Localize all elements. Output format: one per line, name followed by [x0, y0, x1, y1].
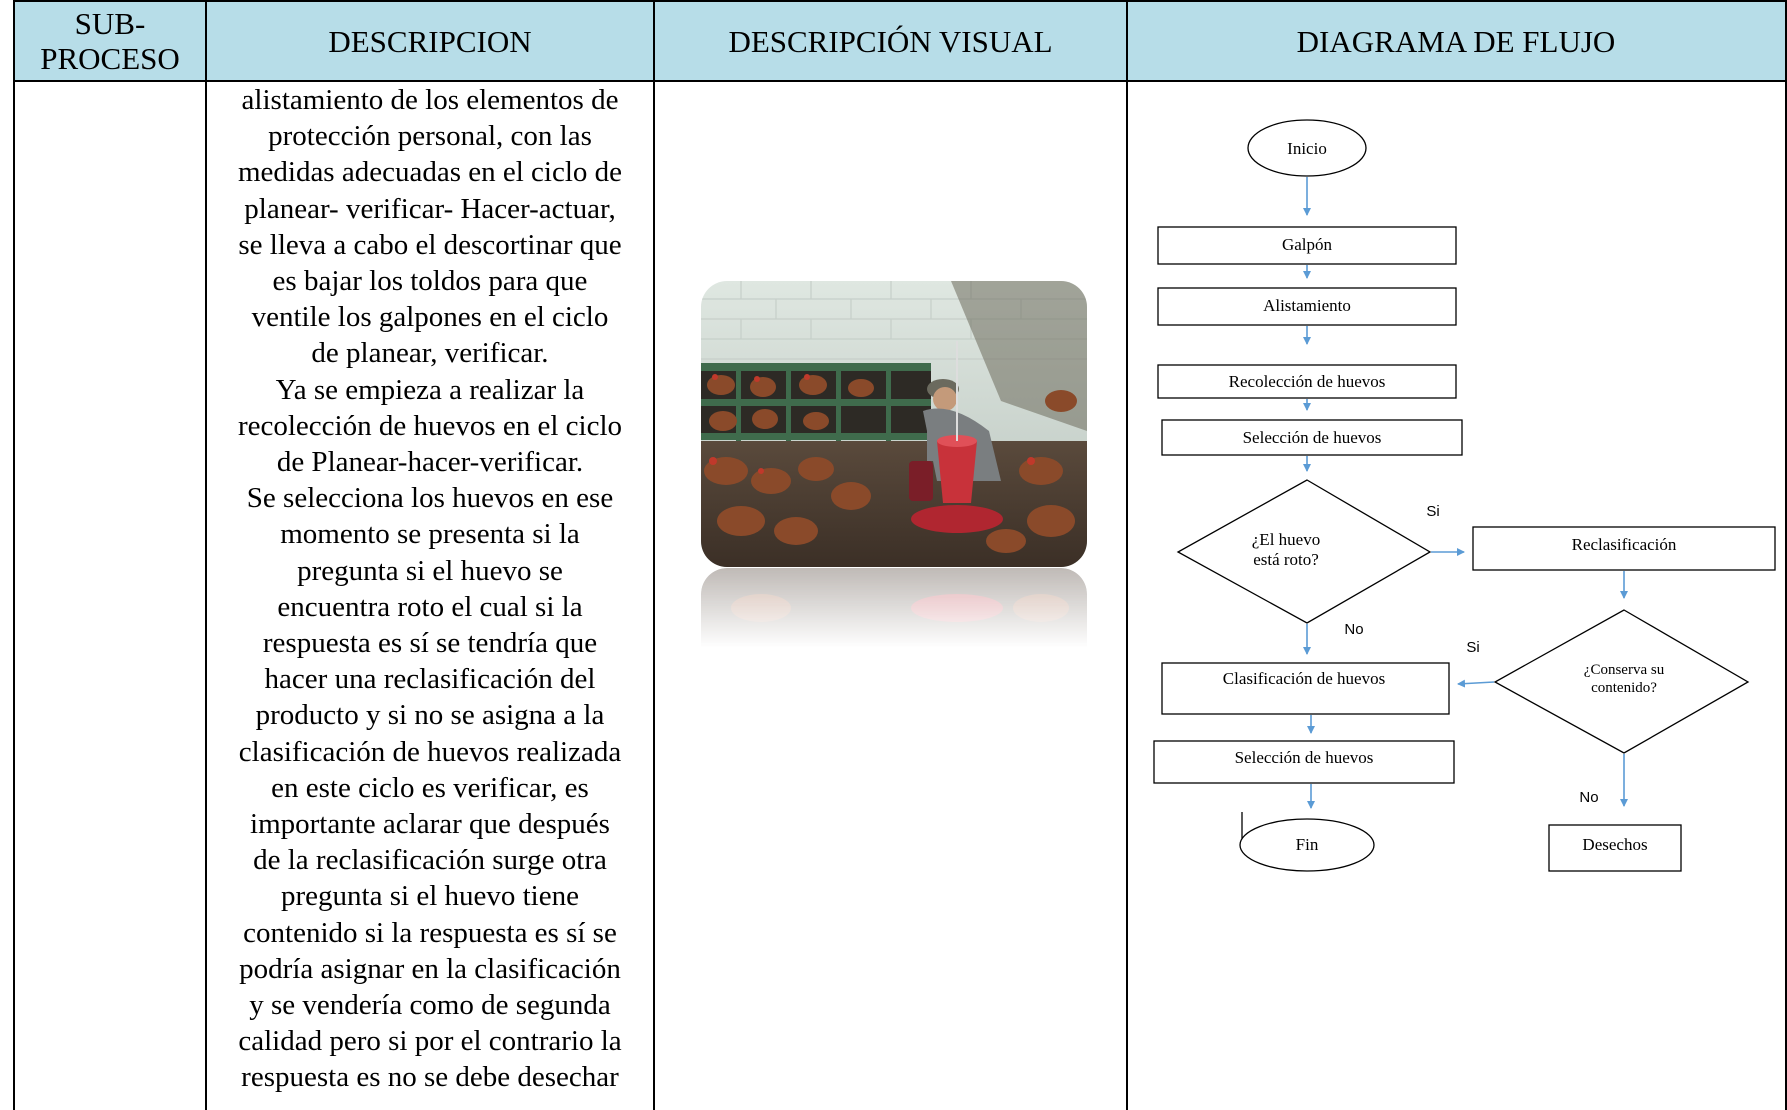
clasificacion-box: [1161, 662, 1450, 715]
descripcion-line: Se selecciona los huevos en ese: [246, 482, 614, 515]
flowchart: Inicio Galpón Alistamiento Recolección d…: [1153, 119, 1776, 872]
decision2-line1: ¿Conserva su: [1584, 662, 1665, 678]
descripcion-line: es bajar los toldos para que: [272, 265, 588, 298]
fin-label: Fin: [1296, 835, 1319, 854]
arrow-decision2-clasificacion: [1457, 679, 1495, 688]
start-terminator: [1247, 119, 1367, 177]
reclasificacion-box: [1472, 526, 1776, 571]
hens-photo-image: [701, 281, 1087, 567]
si-label-2: Si: [1466, 639, 1479, 656]
descripcion-line: recolección de huevos en el ciclo: [237, 409, 623, 442]
descripcion-line: pregunta si el huevo se: [297, 554, 563, 587]
descripcion-line: medidas adecuadas en el ciclo de: [237, 156, 623, 189]
seleccion-box-1: [1161, 419, 1463, 456]
header-diagrama-flujo: DIAGRAMA DE FLUJO: [1296, 23, 1616, 59]
no-label-2: No: [1579, 789, 1598, 806]
descripcion-line: de la reclasificación surge otra: [253, 844, 607, 877]
table-border-col2: [653, 0, 655, 1110]
desechos-box: [1548, 824, 1682, 872]
descripcion-line: producto y si no se asigna a la: [255, 699, 605, 732]
descripcion-line: calidad pero si por el contrario la: [238, 1025, 622, 1058]
seleccion-label-2: Selección de huevos: [1235, 748, 1374, 767]
decision2-line2: contenido?: [1591, 680, 1657, 696]
table-border-right: [1785, 0, 1787, 1110]
descripcion-line: alistamiento de los elementos de: [241, 84, 619, 116]
galpon-label: Galpón: [1282, 235, 1333, 254]
alistamiento-box: [1157, 287, 1457, 326]
header-descripcion: DESCRIPCION: [328, 23, 532, 59]
descripcion-line: importante aclarar que después: [250, 808, 610, 841]
descripcion-line: contenido si la respuesta es sí se: [243, 916, 617, 949]
descripcion-line: pregunta si el huevo tiene: [281, 880, 579, 913]
table-border-header-bottom: [13, 80, 1787, 82]
table-border-col1: [205, 0, 207, 1110]
descripcion-line: hacer una reclasificación del: [264, 663, 596, 696]
decision-huevo-roto: [1176, 479, 1432, 624]
si-label-1: Si: [1426, 503, 1439, 520]
desechos-label: Desechos: [1582, 835, 1647, 854]
end-terminator: [1239, 818, 1375, 872]
descripcion-line: y se vendería como de segunda: [249, 989, 611, 1022]
descripcion-line: momento se presenta si la: [280, 518, 580, 551]
table-header-row: [14, 1, 1785, 81]
alistamiento-label: Alistamiento: [1263, 296, 1351, 315]
seleccion-label-1: Selección de huevos: [1243, 428, 1382, 447]
photo-poultry-house: [701, 281, 1087, 567]
recoleccion-label: Recolección de huevos: [1229, 372, 1386, 391]
inicio-label: Inicio: [1287, 139, 1327, 158]
decision-conserva-contenido: [1493, 609, 1750, 754]
descripcion-line: clasificación de huevos realizada: [238, 735, 622, 768]
seleccion-box-2: [1153, 740, 1455, 784]
descripcion-line: respuesta es sí se tendría que: [262, 627, 598, 660]
table-border-top: [13, 0, 1787, 2]
descripcion-line: en este ciclo es verificar, es: [271, 771, 589, 804]
descripcion-line: protección personal, con las: [268, 120, 592, 153]
decision1-line2: está roto?: [1253, 550, 1319, 569]
descripcion-line: de Planear-hacer-verificar.: [276, 446, 584, 479]
reclasificacion-label: Reclasificación: [1572, 535, 1677, 554]
descripcion-line: se lleva a cabo el descortinar que: [238, 228, 622, 261]
descripcion-line: planear- verificar- Hacer-actuar,: [244, 192, 616, 225]
photo-reflection: [701, 568, 1087, 648]
decision1-line1: ¿El huevo: [1252, 530, 1320, 549]
no-label-1: No: [1344, 621, 1363, 638]
galpon-box: [1157, 226, 1457, 265]
clasificacion-label: Clasificación de huevos: [1223, 669, 1385, 688]
descripcion-line: de planear, verificar.: [311, 337, 549, 370]
descripcion-line: encuentra roto el cual si la: [277, 590, 583, 623]
descripcion-text: alistamiento de los elementos de protecci…: [207, 82, 653, 1096]
header-descripcion-visual: DESCRIPCIÓN VISUAL: [728, 23, 1053, 59]
descripcion-line: Ya se empieza a realizar la: [275, 373, 585, 406]
table-border-left: [13, 0, 15, 1110]
descripcion-line: ventile los galpones en el ciclo: [251, 301, 609, 334]
recoleccion-box: [1157, 364, 1457, 399]
table-border-col3: [1126, 0, 1128, 1110]
descripcion-line: respuesta es no se debe desechar: [241, 1061, 619, 1094]
header-subproceso: SUB- PROCESO: [40, 6, 180, 76]
descripcion-line: podría asignar en la clasificación: [239, 952, 621, 985]
